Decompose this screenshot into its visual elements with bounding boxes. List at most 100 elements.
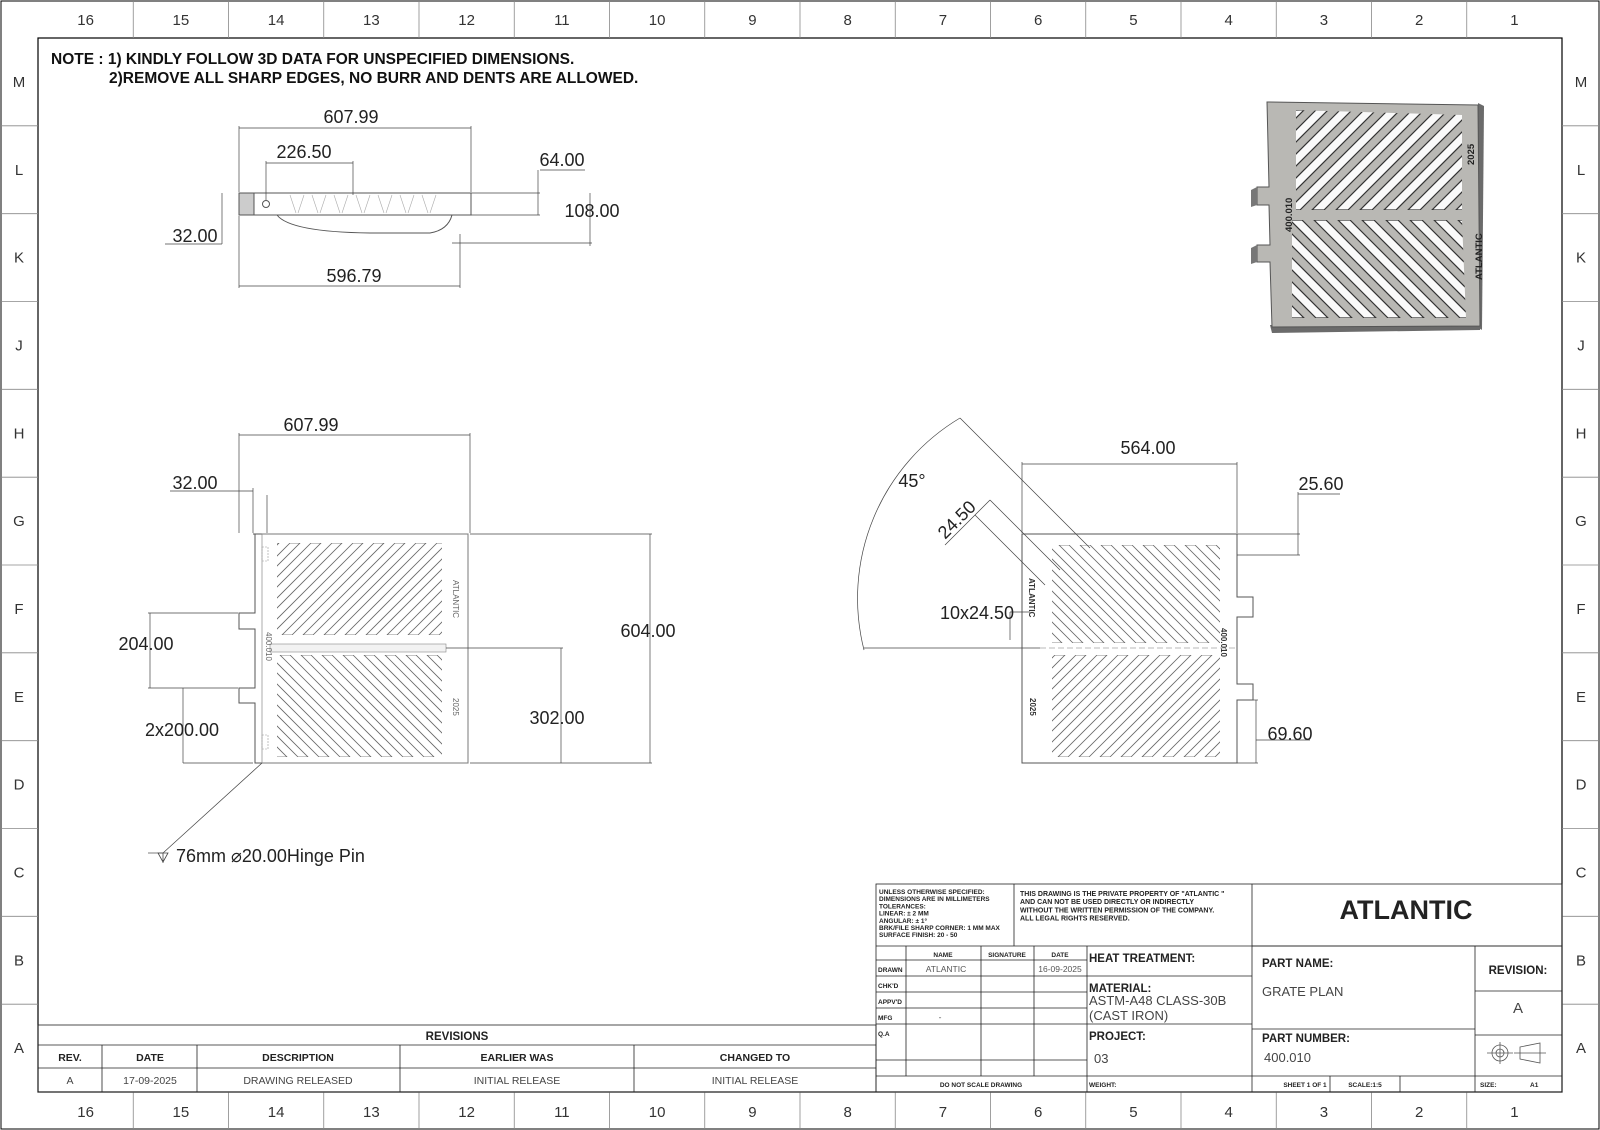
grate-slot [114,543,216,635]
zone-row-label: L [1577,162,1585,179]
zone-column-label: 13 [363,1104,380,1121]
row-mfg: MFG [878,1015,892,1022]
iso-slot [1096,110,1208,210]
grate-slot [1120,657,1220,757]
zone-column-label: 10 [649,12,666,29]
rev-header-date: DATE [136,1052,164,1064]
property-line: THIS DRAWING IS THE PRIVATE PROPERTY OF … [1020,891,1224,898]
grate-slot [490,655,602,757]
rear-dim-rib: 25.60 [1298,474,1343,494]
grate-slot [1142,545,1220,623]
grate-slot [1052,655,1150,753]
col-date: DATE [1051,952,1069,959]
iso-text-year: 2025 [1466,143,1477,165]
grate-slot [344,543,442,635]
grate-slot [1290,545,1398,643]
zone-column-label: 7 [939,1104,947,1121]
iso-slot [1482,220,1592,318]
zone-column-label: 6 [1034,1104,1042,1121]
grate-slot [384,655,442,713]
zone-column-label: 12 [458,12,475,29]
zone-column-label: 2 [1415,1104,1423,1121]
grate-slot [277,543,280,546]
zone-row-label: M [1575,74,1588,91]
side-dim-overall-top: 607.99 [323,107,378,127]
side-dim-overall-bottom: 596.79 [326,266,381,286]
grate-slot [342,655,442,755]
iso-slot [1296,110,1354,210]
col-signature: SIGNATURE [988,952,1026,959]
material-label: MATERIAL: [1089,983,1151,995]
row-drawn: DRAWN [878,967,903,974]
grate-slot [93,543,195,635]
zone-row-label: G [13,513,25,530]
front-dim-lug-pitch: 204.00 [118,634,173,654]
grate-slot [511,655,623,757]
revision-label: REVISION: [1489,965,1548,977]
front-hinge-note: 76mm ⌀20.00Hinge Pin [176,846,365,866]
rev-cell-earlier: INITIAL RELEASE [474,1075,561,1087]
grate-slot [277,662,372,757]
grate-slot [1052,548,1147,643]
zone-row-label: J [15,337,23,354]
front-dim-half-height: 302.00 [529,708,584,728]
zone-column-label: 14 [268,1104,285,1121]
rear-dim-edge: 69.60 [1267,724,1312,744]
front-dim-width: 607.99 [283,415,338,435]
grate-slot [911,655,1023,757]
grate-slot [1248,545,1356,643]
iso-slot [1144,110,1256,210]
grate-slot [1227,545,1335,643]
property-line: AND CAN NOT BE USED DIRECTLY OR INDIRECT… [1020,899,1194,906]
zone-column-label: 9 [748,12,756,29]
side-view-curve [276,214,453,234]
grate-slot [277,725,309,757]
zone-column-label: 8 [843,12,851,29]
iso-text-part: 400.010 [1284,198,1295,232]
heat-label: HEAT TREATMENT: [1089,953,1195,965]
grate-slot [1311,545,1419,643]
grate-slot [1141,678,1220,757]
front-text-atlantic: ATLANTIC [451,580,460,618]
grate-slot [1162,699,1220,757]
zone-row-label: H [1576,425,1587,442]
material-1: ASTM-A48 CLASS-30B [1089,993,1226,1008]
iso-slot [1554,220,1600,318]
zone-column-label: 9 [748,1104,756,1121]
iso-slot [1296,110,1378,210]
sheet-label: SHEET 1 OF 1 [1283,1082,1327,1089]
iso-slot [1292,220,1402,318]
grate-slot [407,600,442,635]
iso-slot [1384,220,1466,318]
part-name: GRATE PLAN [1262,984,1343,999]
grate-slot [932,655,1044,757]
rev-header-changed: CHANGED TO [720,1052,790,1064]
front-dim-lug-spacing: 2x200.00 [145,720,219,740]
company-name: ATLANTIC [1340,895,1473,925]
rev-cell-rev: A [66,1075,73,1087]
tolerance-line: BRK/FILE SHARP CORNER: 1 MM MAX [879,925,1001,932]
grate-slot [386,579,442,635]
grate-slot [1269,545,1377,643]
angle-arc [857,417,961,651]
iso-slot [1360,220,1466,318]
iso-slot [1296,110,1402,210]
col-name: NAME [933,952,953,959]
table-row: A 17-09-2025 DRAWING RELEASED INITIAL RE… [66,1075,798,1087]
zone-row-label: J [1577,337,1585,354]
iso-slot [1382,110,1462,210]
rear-text-atlantic: ATLANTIC [1027,578,1036,618]
front-dim-height: 604.00 [620,621,675,641]
grate-slot [1052,590,1105,643]
zone-row-label: D [14,777,25,794]
zone-row-label: E [14,689,24,706]
grate-slot [1052,632,1063,643]
project-label: PROJECT: [1089,1031,1146,1043]
zone-column-label: 11 [554,12,570,29]
zone-row-label: M [13,74,26,91]
zone-column-label: 1 [1510,1104,1518,1121]
tolerance-line: TOLERANCES: [879,903,926,910]
zone-row-label: F [1576,601,1585,618]
row-qa: Q.A [878,1031,890,1038]
zone-column-label: 2 [1415,12,1423,29]
